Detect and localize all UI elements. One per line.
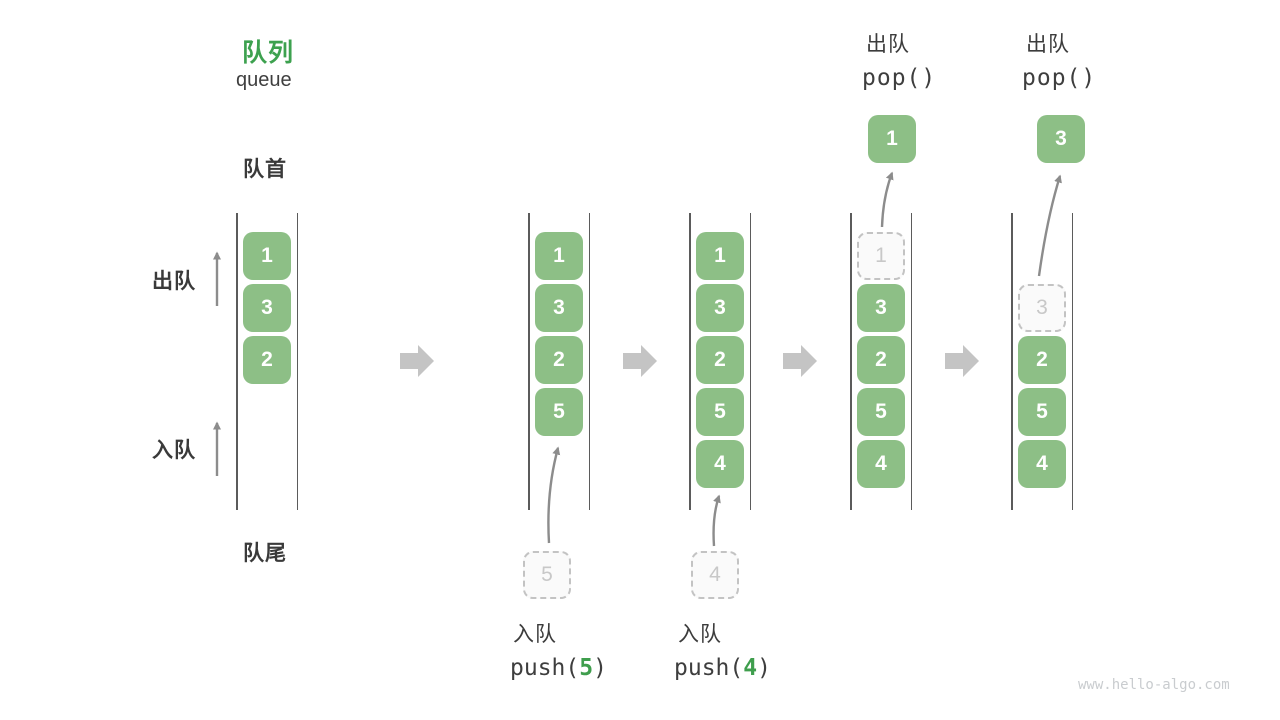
queue-slot: 5 bbox=[1018, 388, 1066, 436]
queue-right-wall bbox=[910, 213, 912, 510]
queue-slot: 1 bbox=[535, 232, 583, 280]
queue-left-wall bbox=[850, 213, 852, 510]
queue-right-wall bbox=[1071, 213, 1073, 510]
dequeue-verb: 出队 bbox=[1026, 33, 1070, 56]
queue-slot: 1 bbox=[696, 232, 744, 280]
queue-slot: 3 bbox=[696, 284, 744, 332]
pop3-arrow-icon bbox=[1037, 174, 1062, 277]
dequeue-verb: 出队 bbox=[866, 33, 910, 56]
enqueue-side-label: 入队 bbox=[152, 439, 196, 462]
queue-slot: 4 bbox=[696, 440, 744, 488]
queue-slot-dashed: 1 bbox=[857, 232, 905, 280]
queue-rear-label: 队尾 bbox=[243, 542, 287, 565]
staged-element-5: 5 bbox=[523, 551, 571, 599]
popped-element-1: 1 bbox=[868, 115, 916, 163]
queue-left-wall bbox=[236, 213, 238, 510]
pop-code: pop() bbox=[862, 65, 937, 91]
queue-slot: 2 bbox=[535, 336, 583, 384]
enqueue-action-push4: 入队 push(4) bbox=[674, 618, 771, 681]
step-arrow-icon bbox=[400, 345, 434, 377]
dequeue-action-pop1: 出队 pop() bbox=[862, 28, 936, 91]
push4-code: push(4) bbox=[674, 655, 771, 681]
queue-slot: 2 bbox=[696, 336, 744, 384]
queue-right-wall bbox=[749, 213, 751, 510]
queue-left-wall bbox=[528, 213, 530, 510]
queue-slot: 4 bbox=[1018, 440, 1066, 488]
page-subtitle: queue bbox=[236, 69, 292, 91]
step-arrow-icon bbox=[945, 345, 979, 377]
queue-left-wall bbox=[1011, 213, 1013, 510]
enqueue-action-push5: 入队 push(5) bbox=[510, 618, 607, 681]
queue-slot: 2 bbox=[1018, 336, 1066, 384]
push5-code: push(5) bbox=[510, 655, 607, 681]
queue-slot: 5 bbox=[696, 388, 744, 436]
queue-right-wall bbox=[588, 213, 590, 510]
staged-element-4: 4 bbox=[691, 551, 739, 599]
push5-arrow-icon bbox=[547, 446, 561, 544]
queue-slot: 3 bbox=[243, 284, 291, 332]
page-title: 队列 bbox=[242, 39, 295, 67]
step-arrow-icon bbox=[783, 345, 817, 377]
popped-element-3: 3 bbox=[1037, 115, 1085, 163]
step-arrow-icon bbox=[623, 345, 657, 377]
queue-right-wall bbox=[296, 213, 298, 510]
queue-slot: 2 bbox=[857, 336, 905, 384]
queue-slot: 3 bbox=[535, 284, 583, 332]
queue-slot: 2 bbox=[243, 336, 291, 384]
queue-slot: 1 bbox=[243, 232, 291, 280]
queue-front-label: 队首 bbox=[243, 158, 287, 181]
queue-slot-dashed: 3 bbox=[1018, 284, 1066, 332]
pop-code: pop() bbox=[1022, 65, 1097, 91]
queue-slot: 3 bbox=[857, 284, 905, 332]
dequeue-side-label: 出队 bbox=[152, 270, 196, 293]
dequeue-action-pop3: 出队 pop() bbox=[1022, 28, 1096, 91]
pop1-arrow-icon bbox=[880, 171, 894, 228]
site-watermark: www.hello-algo.com bbox=[1078, 677, 1230, 693]
queue-slot: 5 bbox=[857, 388, 905, 436]
queue-slot: 4 bbox=[857, 440, 905, 488]
push4-arrow-icon bbox=[712, 494, 721, 547]
enqueue-verb: 入队 bbox=[678, 623, 722, 646]
enqueue-verb: 入队 bbox=[513, 623, 557, 646]
queue-left-wall bbox=[689, 213, 691, 510]
queue-slot: 5 bbox=[535, 388, 583, 436]
